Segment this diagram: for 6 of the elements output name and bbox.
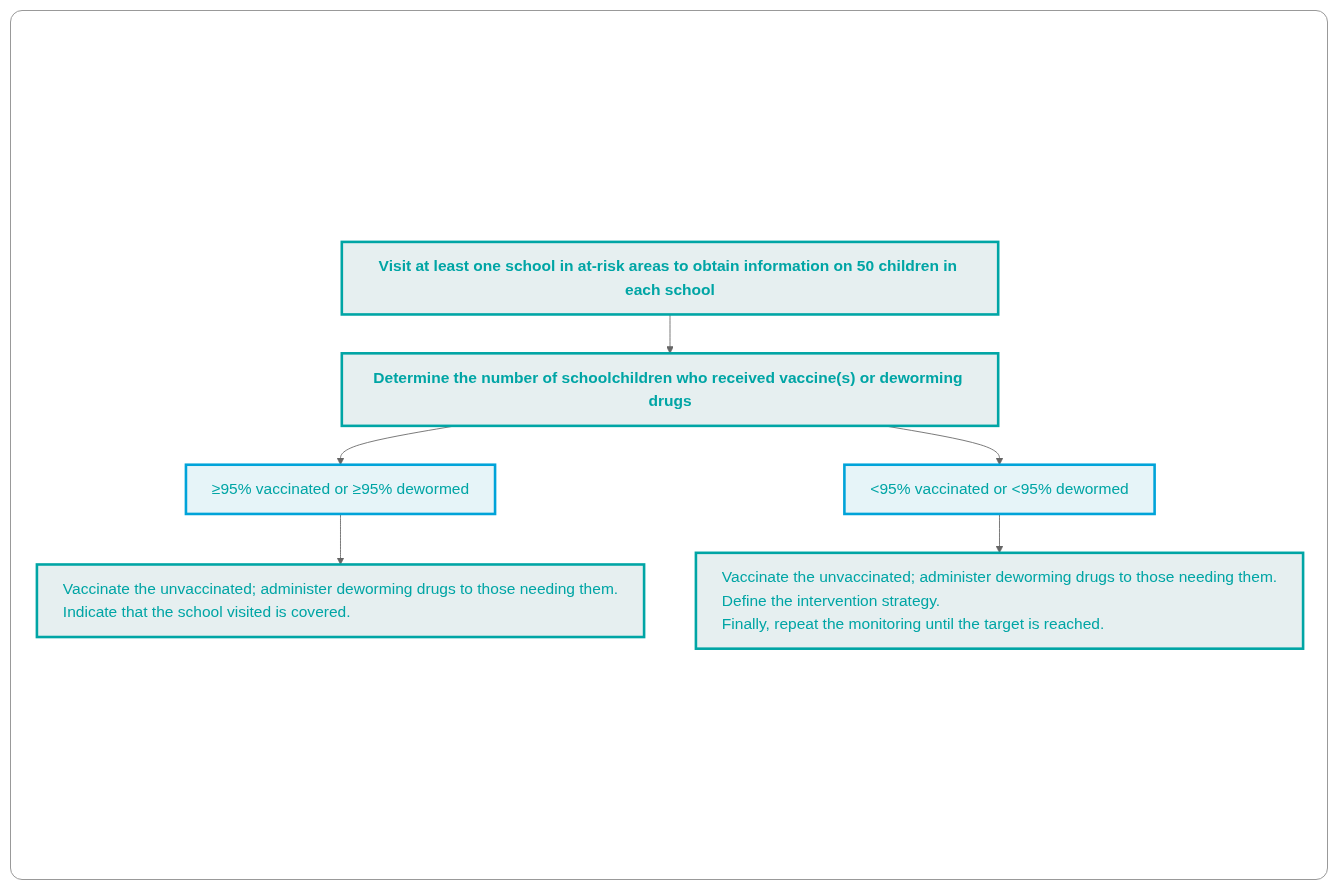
node-box: Vaccinate the unvaccinated; administer deworming drugs to those needing them. Indicate that the school visited is covered.	[35, 562, 646, 639]
node-box: Visit at least one school in at-risk areas to obtain information on 50 children in each school	[340, 240, 1000, 316]
node-box: Determine the number of schoolchildren who received vaccine(s) or deworming drugs	[340, 351, 1000, 427]
node-box: Vaccinate the unvaccinated; administer deworming drugs to those needing them. Define the intervention strategy. Finally, repeat the monitoring until the target is reached.	[694, 551, 1305, 650]
node-box: <95% vaccinated or <95% dewormed	[843, 463, 1156, 515]
node-box: ≥95% vaccinated or ≥95% dewormed	[184, 463, 497, 515]
